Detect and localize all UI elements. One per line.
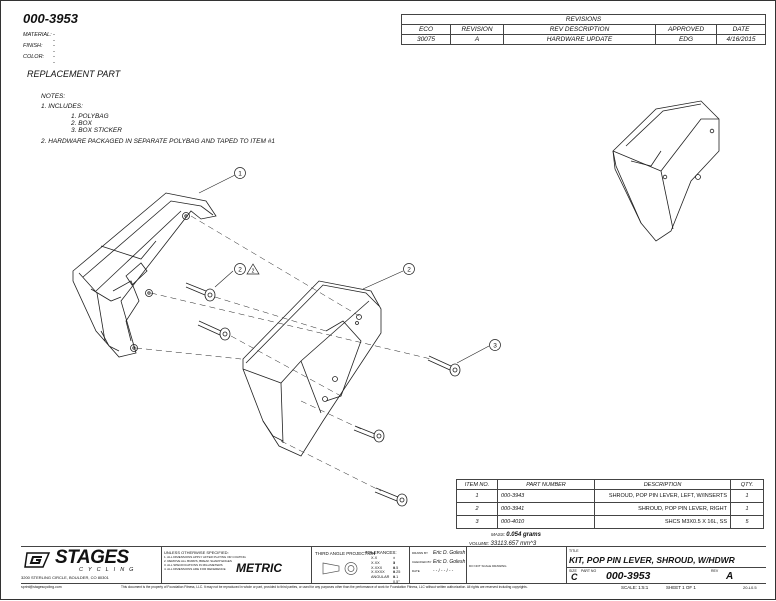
notes-block: NOTES: 1. INCLUDES: 1. POLYBAG 2. BOX 3.… xyxy=(41,92,275,147)
company-email: sprint@stagescycling.com xyxy=(21,585,62,589)
title-label: TITLE xyxy=(569,549,579,553)
note-sub-3: 3. BOX STICKER xyxy=(71,127,122,134)
disclaimer-text: This document is the property of Foundat… xyxy=(121,585,528,589)
mass-row: MASS: 0.054 grams xyxy=(491,532,541,538)
part-no-label: PART NO xyxy=(581,569,597,573)
volume-row: VOLUME: 33113.657 mm^3 xyxy=(469,541,537,547)
replacement-part-label: REPLACEMENT PART xyxy=(27,69,121,79)
color-attribute: COLOR:-- xyxy=(23,54,55,66)
balloon-2-note: 2 xyxy=(238,267,242,274)
checked-by-label: CHECKED BY xyxy=(412,560,432,564)
drawn-by-label: DRAWN BY xyxy=(412,551,429,555)
corner-code: 20-L0.5 xyxy=(743,585,757,590)
screws xyxy=(185,282,461,507)
scale-label: SCALE: 1:5:1 xyxy=(621,585,649,590)
note-flag-icon xyxy=(246,263,260,275)
part-no-value: 000-3953 xyxy=(606,570,651,582)
date-label: DATE xyxy=(412,569,420,573)
balloon-2: 2 xyxy=(407,267,411,274)
unless-specified-notes: UNLESS OTHERWISE SPECIFIED: 1. ALL DIMEN… xyxy=(164,550,246,571)
size-label: SIZE xyxy=(569,569,577,573)
drawn-by-value: Eric D. Golesh xyxy=(433,550,466,556)
bom-row: 2 000-3941 SHROUD, POP PIN LEVER, RIGHT … xyxy=(456,502,764,516)
isometric-view xyxy=(612,100,720,242)
note-item-2: 2. HARDWARE PACKAGED IN SEPARATE POLYBAG… xyxy=(41,138,275,145)
note-item-1: 1. INCLUDES: xyxy=(41,102,83,110)
balloon-3: 3 xyxy=(493,343,497,350)
drawing-title: KIT, POP PIN LEVER, SHROUD, W/HDWR xyxy=(569,555,735,565)
tolerances-title: TOLERANCES: xyxy=(365,550,397,555)
do-not-scale-label: DO NOT SCALE DRAWING xyxy=(469,564,507,568)
bom-row: 3 000-4010 SHCS M3X0.5 X 16L, SS 5 xyxy=(456,515,764,529)
assembly-lines xyxy=(135,215,432,492)
note-flag-number: 2 xyxy=(252,269,255,275)
revisions-table: REVISIONS ECO REVISION REV DESCRIPTION A… xyxy=(401,14,766,45)
company-address: 3200 STERLING CIRCLE, BOULDER, CO 80301 xyxy=(21,575,109,580)
tolerances-list: X.X ± 3 X.XX ± 0.5 X.XXX ± 0.25 X.XXXX ±… xyxy=(371,556,401,584)
size-value: C xyxy=(571,572,578,582)
projection-label: THIRD ANGLE PROJECTION xyxy=(315,551,376,556)
material-attribute: MATERIAL:-- xyxy=(23,32,55,44)
third-angle-projection-icon xyxy=(322,562,358,575)
note-sub-2: 2. BOX xyxy=(71,120,92,127)
finish-attribute: FINISH:-- xyxy=(23,43,55,55)
part-1-left-shroud xyxy=(72,192,217,358)
rev-value: A xyxy=(726,571,734,582)
bom-header-part: PART NUMBER xyxy=(497,479,595,490)
note-sub-1: 1. POLYBAG xyxy=(71,113,109,120)
bom-row: 1 000-3943 SHROUD, POP PIN LEVER, LEFT, … xyxy=(456,489,764,503)
bom-header-description: DESCRIPTION xyxy=(594,479,731,490)
balloons xyxy=(234,167,501,351)
bom-header-item: ITEM NO. xyxy=(456,479,498,490)
sheet-label: SHEET 1 OF 1 xyxy=(666,585,696,590)
title-block: STAGES CYCLING 3200 STERLING CIRCLE, BOU… xyxy=(21,532,766,591)
bom-header-qty: QTY. xyxy=(730,479,764,490)
logo-wordmark: STAGES xyxy=(55,547,129,568)
balloon-1: 1 xyxy=(238,171,242,178)
bill-of-materials-table: ITEM NO. PART NUMBER DESCRIPTION QTY. 1 … xyxy=(456,479,764,529)
date-value: - - / - - / - - xyxy=(433,568,454,573)
checked-by-value: Eric D. Golesh xyxy=(433,559,466,565)
revision-row: 30075 A HARDWARE UPDATE EDG 4/16/2015 xyxy=(401,34,766,45)
rev-date: 4/16/2015 xyxy=(716,34,766,45)
notes-title: NOTES: xyxy=(41,93,66,100)
logo-subtitle: CYCLING xyxy=(79,567,139,573)
part-number-header: 000-3953 xyxy=(23,11,78,26)
metric-label: METRIC xyxy=(236,561,282,575)
part-2-right-shroud xyxy=(242,280,382,457)
balloon-leaders xyxy=(198,174,490,364)
rev-label: REV xyxy=(711,569,719,573)
stages-logo-icon xyxy=(24,552,51,568)
